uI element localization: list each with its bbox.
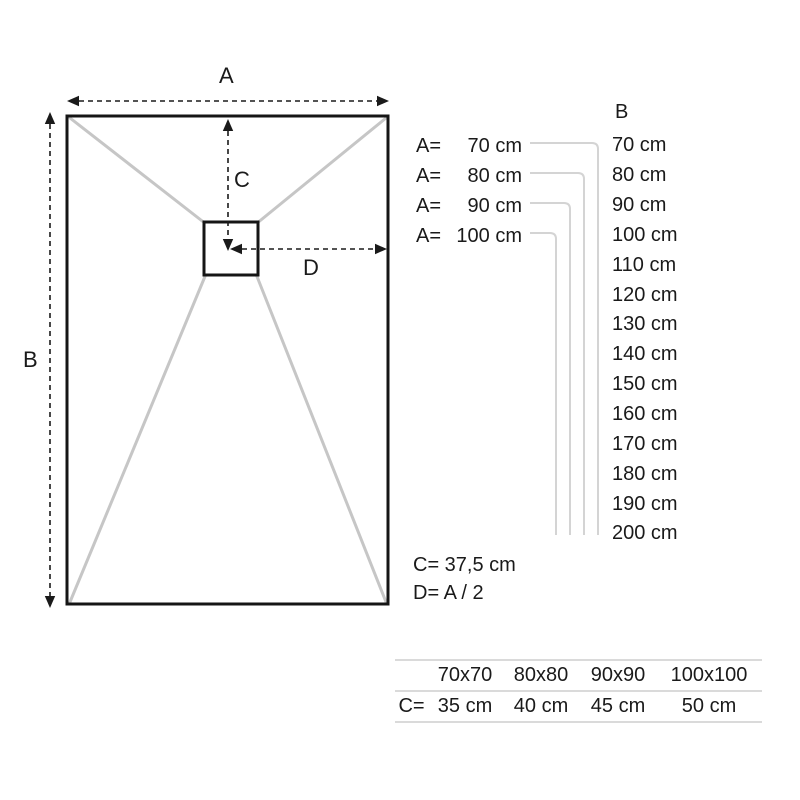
size-table-value-row: C= 35 cm 40 cm 45 cm 50 cm — [395, 692, 762, 723]
arrowhead-b-top — [44, 112, 56, 124]
dim-label-c: C — [234, 167, 250, 192]
c-value: 45 cm — [590, 695, 646, 717]
b-value: 130 cm — [612, 313, 678, 336]
dimension-arrowheads — [44, 95, 389, 608]
b-value: 190 cm — [612, 492, 678, 515]
dim-label-a: A — [219, 63, 234, 88]
b-value: 180 cm — [612, 462, 678, 485]
arrowhead-d-right — [375, 243, 387, 255]
a-option-value: 90 cm — [467, 194, 522, 217]
a-option-label: A= — [416, 224, 442, 247]
slope-lines — [68, 116, 388, 604]
connector-a100 — [530, 232, 557, 535]
b-column: 70 cm 80 cm 90 cm 100 cm 110 cm 120 cm 1… — [612, 131, 678, 549]
slope-line-bottom-left — [68, 272, 208, 604]
a-option-label: A= — [416, 134, 442, 157]
b-value: 170 cm — [612, 432, 678, 455]
c-value: 40 cm — [513, 695, 569, 717]
arrowhead-c-bottom — [222, 239, 234, 251]
arrowhead-a-right — [377, 95, 389, 107]
a-option-label: A= — [416, 194, 442, 217]
dim-label-b: B — [23, 347, 38, 372]
connector-a70 — [530, 142, 599, 535]
b-value: 200 cm — [612, 522, 678, 545]
a-option-row: A= 90 cm — [416, 193, 522, 219]
tray-outline — [65, 114, 390, 606]
b-value: 70 cm — [612, 134, 667, 157]
arrowhead-c-top — [222, 119, 234, 131]
a-option-row: A= 70 cm — [416, 133, 522, 159]
size-column-header: 70x70 — [437, 664, 493, 686]
slope-line-top-left — [68, 116, 208, 226]
b-value: 90 cm — [612, 194, 667, 217]
dimension-lines — [49, 100, 377, 596]
a-option-value: 100 cm — [456, 224, 522, 247]
size-column-header: 80x80 — [513, 664, 569, 686]
arrowhead-d-left — [230, 243, 242, 255]
a-option-label: A= — [416, 164, 442, 187]
c-value: 35 cm — [437, 695, 493, 717]
dim-label-d: D — [303, 255, 319, 280]
a-option-row: A= 80 cm — [416, 163, 522, 189]
connector-a80 — [530, 172, 585, 535]
a-option-value: 70 cm — [467, 134, 522, 157]
size-table-row-label: C= — [398, 695, 425, 717]
b-value: 120 cm — [612, 283, 678, 306]
size-table-header-row: 70x70 80x80 90x90 100x100 — [395, 661, 762, 692]
drain-square — [202, 220, 260, 277]
b-value: 80 cm — [612, 164, 667, 187]
c-note: C= 37,5 cm — [413, 554, 516, 576]
slope-line-bottom-right — [254, 272, 388, 604]
b-column-header: B — [615, 101, 629, 123]
b-value: 160 cm — [612, 403, 678, 426]
a-to-b-connectors — [530, 142, 599, 535]
c-value: 50 cm — [681, 695, 737, 717]
size-column-header: 90x90 — [590, 664, 646, 686]
slope-line-top-right — [254, 116, 388, 226]
d-note: D= A / 2 — [413, 582, 484, 604]
b-value: 100 cm — [612, 223, 678, 246]
size-column-header: 100x100 — [670, 664, 748, 686]
connector-a90 — [530, 202, 571, 535]
c-by-size-table: 70x70 80x80 90x90 100x100 C= 35 cm 40 cm… — [395, 659, 762, 723]
b-value: 140 cm — [612, 343, 678, 366]
arrowhead-b-bottom — [44, 596, 56, 608]
b-value: 150 cm — [612, 373, 678, 396]
a-option-value: 80 cm — [467, 164, 522, 187]
b-value: 110 cm — [612, 253, 677, 276]
a-option-row: A= 100 cm — [416, 223, 522, 249]
arrowhead-a-left — [67, 95, 79, 107]
